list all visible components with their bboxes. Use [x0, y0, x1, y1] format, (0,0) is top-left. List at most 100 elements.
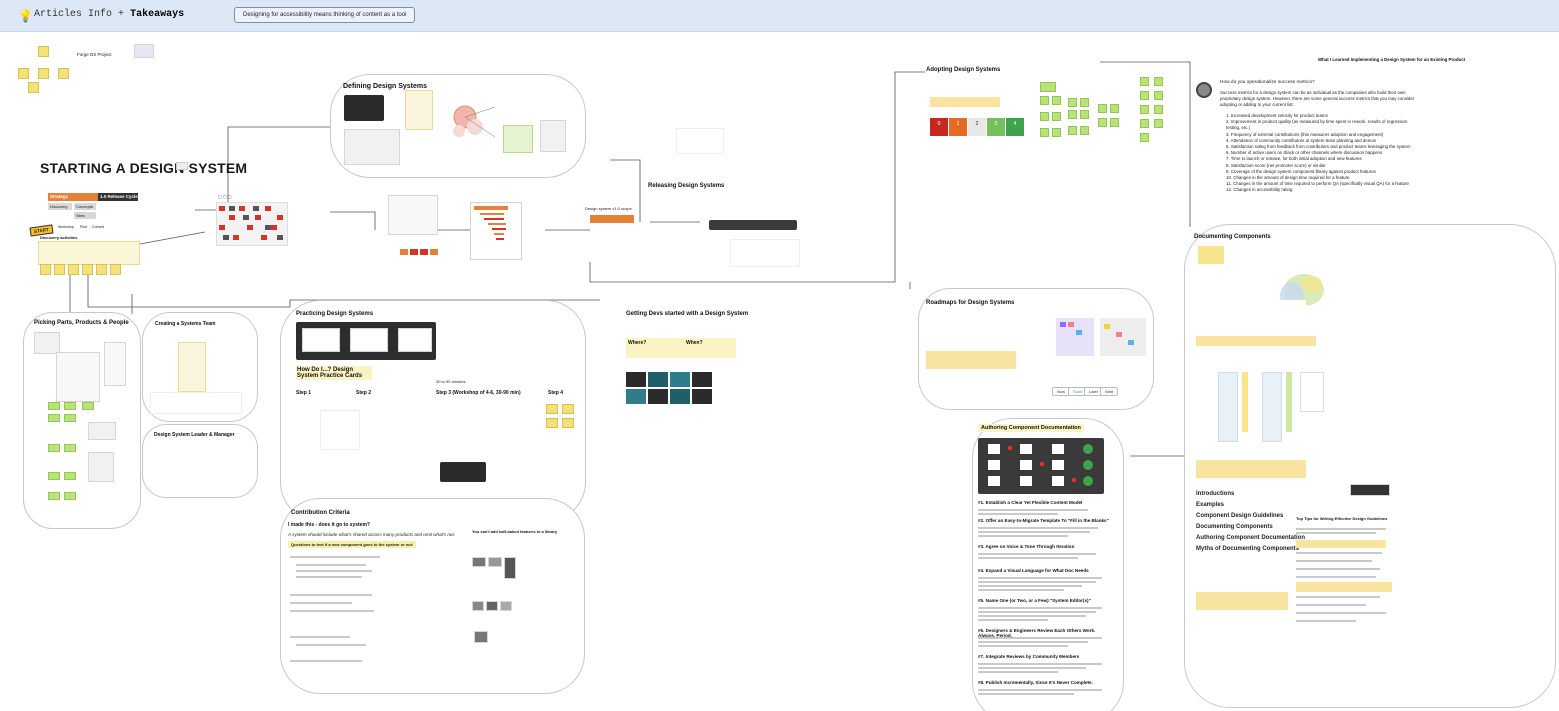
team-notes	[178, 342, 206, 392]
defining-image	[344, 95, 384, 121]
title-releasing: Releasing Design Systems	[648, 183, 725, 189]
project-thumbnail	[134, 44, 154, 58]
metrics-item: 5. Satisfaction rating from feedback fro…	[1226, 144, 1411, 150]
lightbulb-icon: 💡	[18, 9, 33, 23]
adopting-scale: 0 1 2 3 4	[930, 118, 1026, 138]
roadmap-bars	[474, 206, 508, 240]
page-title: STARTING A DESIGN SYSTEM	[40, 160, 248, 176]
metrics-item: 4. Attendance of community contributors …	[1226, 137, 1377, 143]
doc-tips-title: Top Tips for Writing Effective Design Gu…	[1296, 516, 1388, 521]
doc-index-authoring[interactable]: Authoring Component Documentation	[1196, 535, 1305, 541]
practice-card-3	[398, 328, 432, 352]
doc-screenshot	[1350, 484, 1390, 496]
doc-index-introductions[interactable]: Introductions	[1196, 491, 1235, 497]
breadcrumb-current: Takeaways	[130, 9, 185, 20]
practice-cards-title: How Do I...? Design System Practice Card…	[296, 366, 372, 380]
title-note	[176, 162, 188, 170]
roadmap-chart	[470, 202, 522, 260]
flow-pilot: Pilot	[80, 225, 87, 229]
breadcrumb-separator: +	[118, 9, 125, 20]
metrics-item: 7. Time to launch or release, for both i…	[1226, 156, 1362, 162]
authoring-sections: #1. Establish a Clear Yet Flexible Conte…	[978, 500, 1112, 711]
title-adopting: Adopting Design Systems	[926, 67, 1001, 73]
lane-concepts: Concepts	[74, 203, 96, 210]
doc-index-guidelines[interactable]: Component Design Guidelines	[1196, 513, 1284, 519]
title-contribution: Contribution Criteria	[291, 510, 350, 516]
strategy-lane: Strategy 1.0 Release Cycle Discovery Con…	[48, 193, 138, 235]
scale-3: 3	[987, 118, 1005, 136]
metrics-list: 1. Increased development velocity for pr…	[1220, 113, 1420, 194]
step-4: Step 4	[548, 390, 564, 396]
authoring-image	[978, 438, 1104, 494]
strategy-grid	[216, 202, 288, 246]
metrics-item: 3. Frequency of external contributions (…	[1226, 131, 1384, 137]
defining-table	[344, 129, 400, 165]
flow-commit: Commit	[92, 225, 105, 229]
flow-workshop: Workshop	[58, 225, 74, 229]
auth-section-3: #3. Agree on Voice & Tone Through Iterat…	[978, 544, 1075, 549]
devs-tiles	[626, 372, 712, 404]
doc-index-documenting[interactable]: Documenting Components	[1196, 524, 1273, 530]
practice-photo-2	[440, 462, 486, 482]
doc-stickies-row	[1196, 300, 1306, 326]
metrics-item: 10. Changes in the amount of design time…	[1226, 175, 1350, 181]
mini-mindmap	[14, 44, 74, 94]
adopting-hl	[930, 97, 1000, 107]
practice-card-1	[302, 328, 340, 352]
component-bars	[400, 249, 440, 259]
title-team: Creating a Systems Team	[155, 321, 216, 327]
release-notes	[676, 128, 724, 154]
whiteboard-canvas[interactable]: Forge DS Project STARTING A DESIGN SYSTE…	[0, 32, 1559, 711]
doc-index-examples[interactable]: Examples	[1196, 502, 1225, 508]
metrics-block: How do you operationalize success metric…	[1220, 80, 1420, 194]
doc-sticky-top	[1198, 246, 1224, 264]
tag-pill[interactable]: Designing for accessibility means thinki…	[234, 7, 416, 23]
contribution-statement: A system should include what's shared ac…	[288, 532, 456, 537]
metrics-intro: Success metrics for a design system can …	[1220, 90, 1415, 107]
step-1: Step 1	[296, 390, 312, 396]
breadcrumb-parent[interactable]: Articles Info	[34, 9, 113, 20]
step-2: Step 2	[356, 390, 372, 396]
avatar	[1196, 82, 1212, 98]
roadmaps-hl	[926, 351, 1016, 369]
top-bar: 💡 Articles Info + Takeaways Designing fo…	[0, 0, 1559, 32]
project-label: Forge DS Project	[77, 52, 112, 57]
team-diagram	[150, 392, 242, 414]
doc-hl-2	[1196, 460, 1306, 478]
lane-sites: Sites	[74, 212, 96, 219]
title-leader: Design System Leader & Manager	[154, 432, 235, 438]
leader-text	[152, 442, 248, 490]
title-practicing: Practicing Design Systems	[296, 311, 374, 317]
auth-section-4: #4. Expand a Visual Language for What Do…	[978, 568, 1089, 573]
release-caption: Design system v1.0 scope	[585, 206, 632, 211]
title-documenting: Documenting Components	[1194, 234, 1271, 240]
strategy-grid-label: ▢ ▢ ▢	[218, 194, 232, 199]
devs-when: When?	[686, 340, 703, 346]
lane-strategy: Strategy	[48, 193, 98, 201]
title-learned: What I Learned Implementing a Design Sys…	[1318, 57, 1466, 62]
title-picking: Picking Parts, Products & People	[34, 320, 129, 326]
auth-section-8: #8. Publish Incrementally, Since It's Ne…	[978, 680, 1093, 685]
auth-section-5: #5. Name One (or Two, or a Few) "System …	[978, 598, 1091, 603]
practice-notes	[320, 410, 360, 450]
auth-section-1: #1. Establish a Clear Yet Flexible Conte…	[978, 500, 1083, 505]
doc-hl-1	[1196, 336, 1316, 346]
discovery-board	[38, 241, 140, 265]
timer-label: 30 to 90 minutes	[436, 379, 466, 384]
lane-discovery: Discovery	[48, 203, 72, 210]
title-roadmaps: Roadmaps for Design Systems	[926, 300, 1015, 306]
discovery-stickies	[40, 264, 140, 278]
doc-index-myths[interactable]: Myths of Documenting Components	[1196, 546, 1299, 552]
roadmap-wait[interactable]: Wait	[1100, 387, 1118, 396]
scale-0: 0	[930, 118, 948, 136]
green-notes	[1040, 82, 1128, 152]
release-pipeline	[709, 220, 797, 230]
metrics-item: 1. Increased development velocity for pr…	[1226, 113, 1328, 118]
discovery-activities: Discovery activities	[40, 235, 78, 240]
contribution-question: I made this - does it go to system?	[288, 522, 370, 528]
defining-diagram	[453, 105, 496, 138]
title-defining: Defining Design Systems	[343, 83, 428, 90]
breadcrumb[interactable]: Articles Info + Takeaways	[34, 9, 184, 20]
roadmap-stickies	[1056, 318, 1150, 366]
component-map	[388, 195, 438, 235]
